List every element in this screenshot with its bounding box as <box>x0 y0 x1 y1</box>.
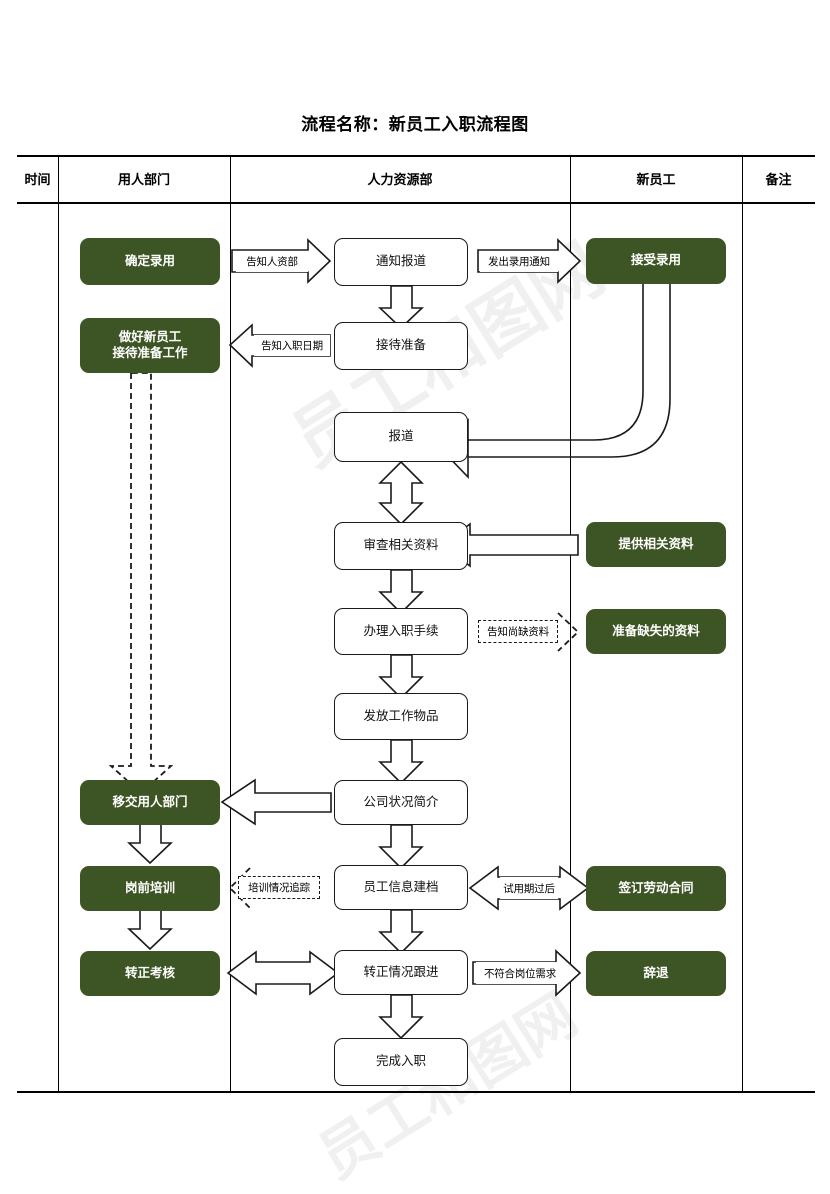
lane-divider-4 <box>742 155 743 1091</box>
node-regularization-followup[interactable]: 转正情况跟进 <box>334 950 468 995</box>
table-bottom-border <box>17 1091 815 1093</box>
column-header-emp: 新员工 <box>636 172 676 187</box>
page-title: 流程名称：新员工入职流程图 <box>301 115 529 134</box>
node-onboarding-formalities[interactable]: 办理入职手续 <box>334 608 468 655</box>
table-header-border <box>17 202 815 204</box>
lane-divider-3 <box>570 155 571 1091</box>
lane-divider-2 <box>230 155 231 1091</box>
node-regularization-review[interactable]: 转正考核 <box>80 951 220 996</box>
node-sign-contract[interactable]: 签订劳动合同 <box>586 866 726 911</box>
column-header-time: 时间 <box>24 172 51 187</box>
lane-divider-1 <box>58 155 59 1091</box>
node-pre-job-training[interactable]: 岗前培训 <box>80 866 220 911</box>
edge-label-notify-hr: 告知人资部 <box>236 251 308 272</box>
column-header-dept: 用人部门 <box>117 172 170 187</box>
node-transfer-to-dept[interactable]: 移交用人部门 <box>80 780 220 825</box>
node-onboarding-complete[interactable]: 完成入职 <box>334 1038 468 1086</box>
node-provide-documents[interactable]: 提供相关资料 <box>586 522 726 567</box>
edge-label-inform-startdate: 告知入职日期 <box>254 335 330 356</box>
node-dismissal[interactable]: 辞退 <box>586 951 726 996</box>
edge-label-send-offer: 发出录用通知 <box>480 251 558 272</box>
node-issue-work-items[interactable]: 发放工作物品 <box>334 693 468 740</box>
node-prepare-missing-docs[interactable]: 准备缺失的资料 <box>586 609 726 654</box>
node-company-intro[interactable]: 公司状况简介 <box>334 780 468 825</box>
table-top-border <box>17 155 815 157</box>
edge-label-not-qualified: 不符合岗位需求 <box>476 962 564 984</box>
node-reception-prep[interactable]: 接待准备 <box>334 322 468 370</box>
edge-label-missing-docs: 告知尚缺资料 <box>478 620 558 643</box>
column-header-notes: 备注 <box>765 172 792 187</box>
node-notify-report[interactable]: 通知报道 <box>334 238 468 286</box>
node-report-in[interactable]: 报道 <box>334 412 468 462</box>
node-prepare-reception[interactable]: 做好新员工 接待准备工作 <box>80 318 220 373</box>
node-accept-offer[interactable]: 接受录用 <box>586 238 726 284</box>
node-employee-record[interactable]: 员工信息建档 <box>334 865 468 910</box>
column-header-hr: 人力资源部 <box>367 172 433 187</box>
edge-label-after-probation: 试用期过后 <box>500 877 558 899</box>
node-review-documents[interactable]: 审查相关资料 <box>334 522 468 570</box>
edge-label-training-track: 培训情况追踪 <box>238 876 320 899</box>
node-confirm-hire[interactable]: 确定录用 <box>80 238 220 285</box>
